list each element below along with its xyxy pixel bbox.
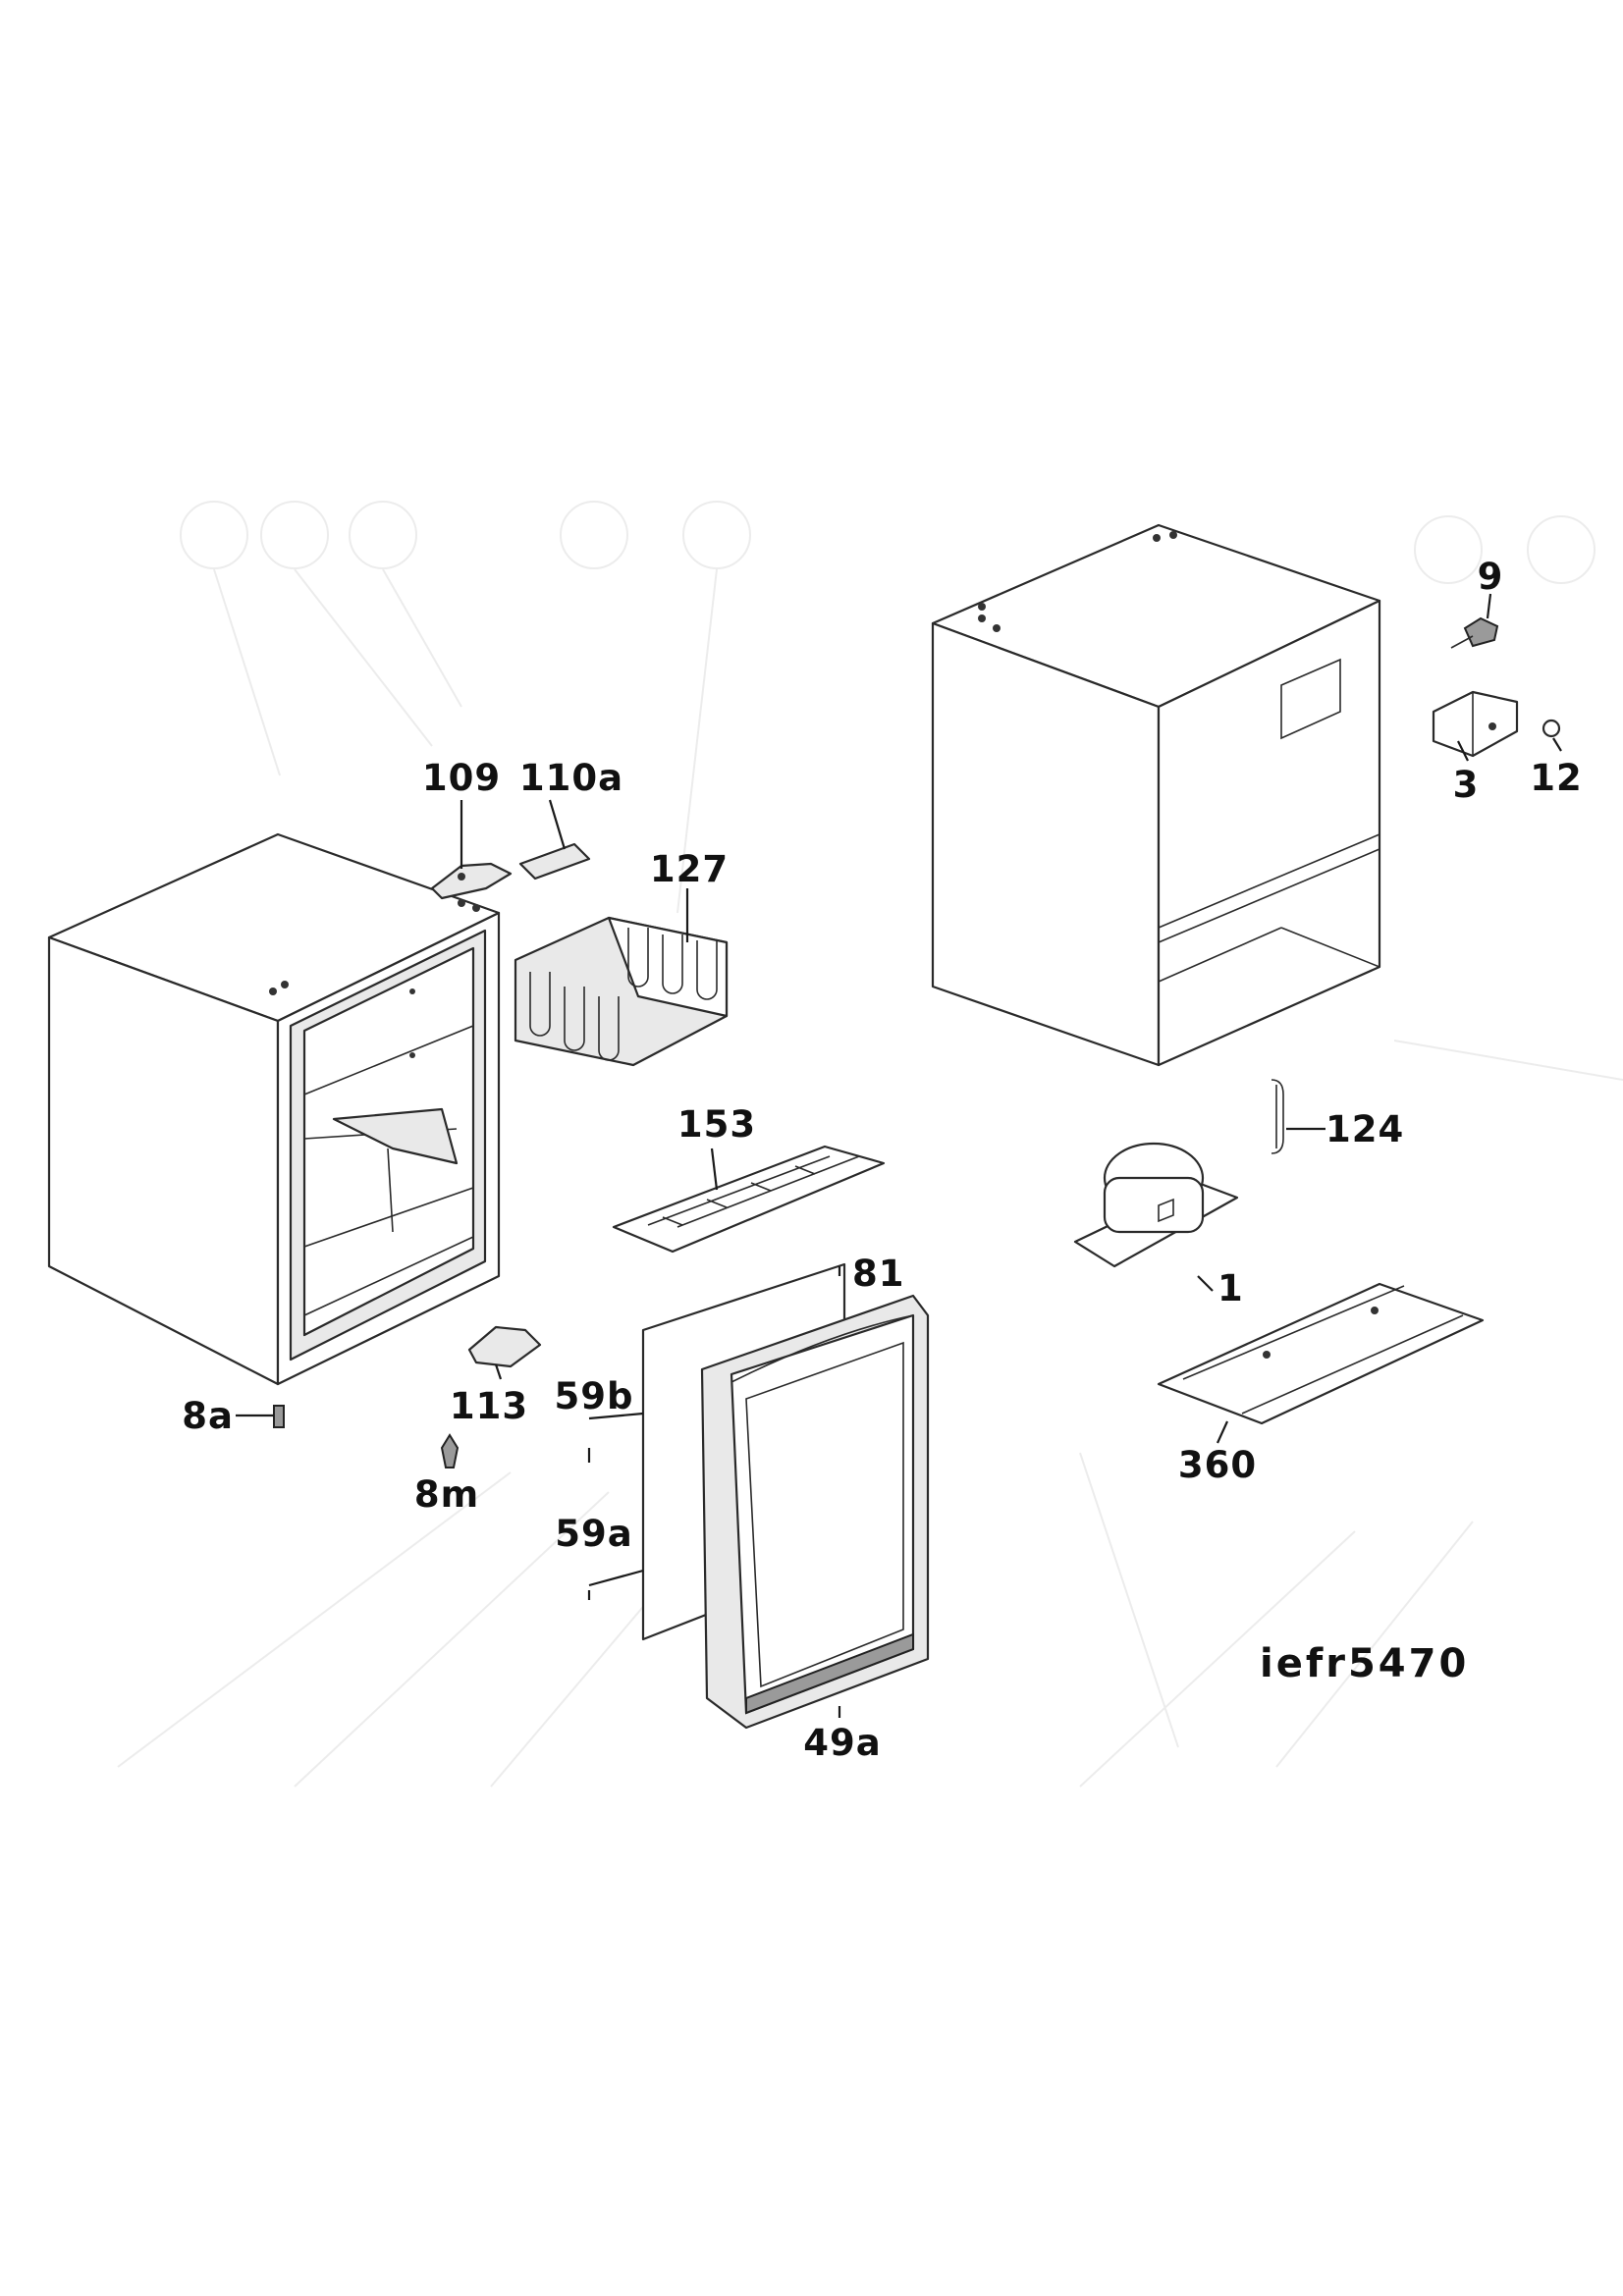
foot-8m	[440, 1433, 460, 1468]
ghost-guides	[117, 501, 1623, 1788]
knob-12	[1542, 719, 1561, 738]
callout-59b: 59b	[555, 1375, 634, 1417]
callout-113: 113	[450, 1385, 528, 1427]
foot-8a	[273, 1405, 285, 1428]
callout-3: 3	[1453, 764, 1480, 806]
callout-8a: 8a	[182, 1395, 234, 1437]
hinge-113	[467, 1325, 542, 1368]
callout-109: 109	[422, 757, 501, 799]
handle-124	[1271, 1079, 1284, 1154]
callout-124: 124	[1325, 1108, 1404, 1150]
callout-8m: 8m	[414, 1473, 479, 1516]
outer-casing	[931, 523, 1381, 1067]
door-assembly	[641, 1262, 930, 1730]
callout-labels: 9 109 110a 127 3 12 153 124 81 1 8a 113 …	[182, 556, 1583, 1764]
callout-59a: 59a	[555, 1513, 632, 1555]
evaporator-127	[514, 916, 729, 1067]
callout-360: 360	[1178, 1444, 1257, 1486]
callout-127: 127	[650, 848, 729, 890]
callout-49a: 49a	[803, 1722, 881, 1764]
model-code: iefr5470	[1260, 1641, 1469, 1686]
hinge-109	[430, 862, 513, 900]
callout-110a: 110a	[519, 757, 623, 799]
callout-153: 153	[677, 1103, 756, 1146]
fridge-cabinet	[47, 832, 501, 1386]
leader-lines	[236, 593, 1562, 1718]
thermostat-9	[1450, 616, 1499, 649]
compressor-1	[1073, 1142, 1239, 1268]
callout-1: 1	[1217, 1267, 1244, 1309]
hinge-110a	[518, 842, 591, 881]
bracket-3	[1432, 690, 1519, 758]
callout-81: 81	[852, 1253, 905, 1295]
callout-12: 12	[1530, 757, 1583, 799]
shelf-153	[612, 1145, 886, 1254]
callout-9: 9	[1478, 556, 1504, 598]
base-plate-360	[1157, 1282, 1485, 1425]
